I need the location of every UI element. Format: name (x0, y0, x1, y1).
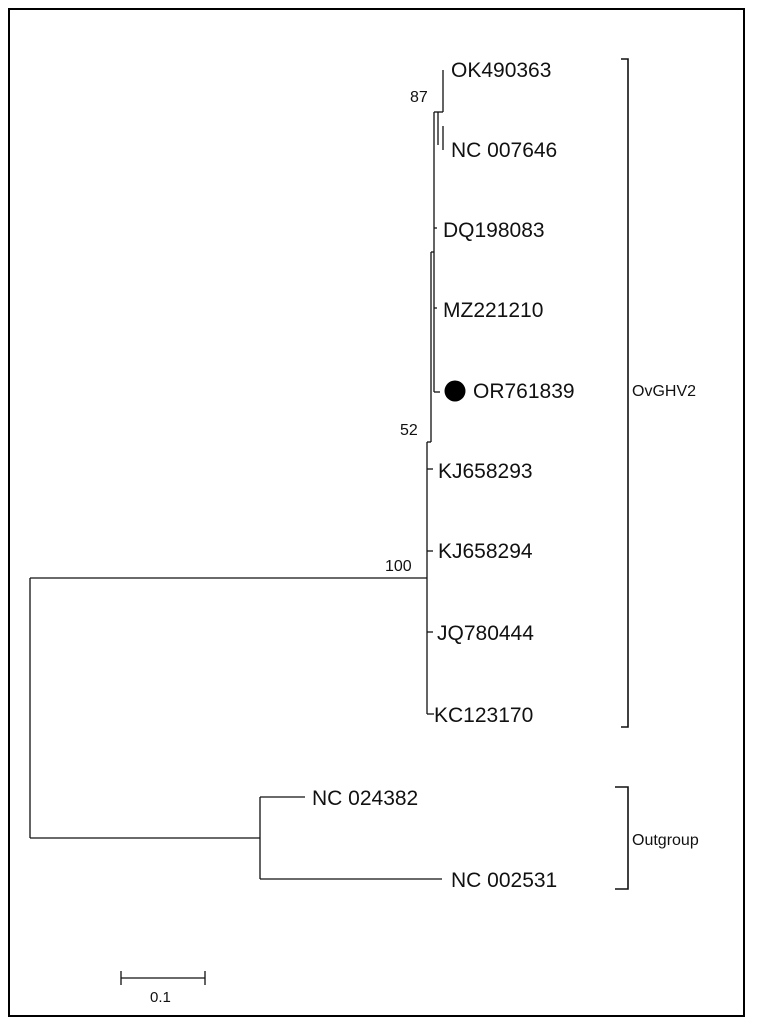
taxon-label: NC 007646 (451, 139, 557, 162)
taxon-label: DQ198083 (443, 219, 545, 242)
support-values: 87 52 100 (385, 89, 428, 575)
clade-label: OvGHV2 (632, 383, 696, 400)
figure-frame (8, 8, 745, 1017)
taxon-label: JQ780444 (437, 622, 534, 645)
scale-bar: 0.1 (120, 971, 206, 1006)
taxon-label: NC 002531 (451, 869, 557, 892)
bootstrap-value: 100 (385, 558, 412, 575)
taxon-label: KC123170 (434, 704, 533, 727)
scale-bar-label: 0.1 (150, 989, 171, 1006)
taxon-label: NC 024382 (312, 787, 418, 810)
ovghv2-bracket (621, 58, 629, 728)
bootstrap-value: 52 (400, 422, 418, 439)
bootstrap-value: 87 (410, 89, 428, 106)
taxon-label: KJ658293 (438, 460, 533, 483)
clade-brackets: OvGHV2 Outgroup (615, 58, 699, 890)
outgroup-bracket (615, 786, 629, 890)
tree-branches (29, 70, 444, 880)
taxon-label: KJ658294 (438, 540, 533, 563)
highlight-marker-circle (444, 380, 466, 402)
taxon-label: MZ221210 (443, 299, 543, 322)
taxon-label: OK490363 (451, 59, 551, 82)
taxon-label: OR761839 (473, 380, 575, 403)
taxon-labels: OK490363 NC 007646 DQ198083 MZ221210 OR7… (312, 59, 575, 892)
clade-label: Outgroup (632, 832, 699, 849)
